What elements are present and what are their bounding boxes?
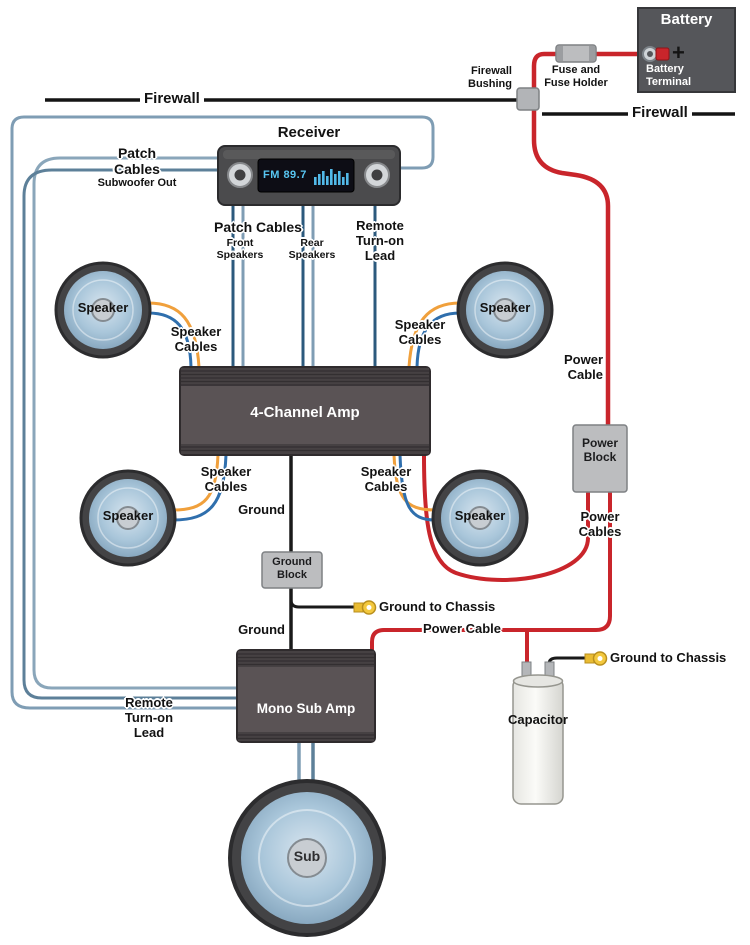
speaker-cables-label: Speaker Cables — [394, 317, 446, 347]
power-block — [572, 424, 628, 493]
speaker3-cable-orange — [172, 454, 220, 512]
capacitor-cylinder — [512, 661, 564, 805]
receiver-head-unit — [217, 145, 401, 206]
power-cable-4ch-amp — [422, 454, 590, 582]
radio-display-text: FM 89.7 — [263, 169, 307, 181]
remote-turn-on-lead-sub-wire — [10, 115, 435, 710]
power-cable-main — [531, 51, 664, 425]
ground-upper-label: Ground — [238, 502, 285, 517]
four-channel-amp-label: 4-Channel Amp — [250, 404, 360, 421]
fuse-holder-label: Fuse and Fuse Holder — [544, 64, 608, 89]
speaker2-cable-orange — [407, 301, 461, 368]
power-cable-lower-label: Power Cable — [422, 621, 502, 636]
ground-block-label: Ground Block — [272, 556, 312, 581]
speaker4-cable-orange — [392, 454, 436, 512]
speaker-label: Speaker — [102, 508, 154, 523]
speaker-rear-left — [79, 469, 177, 567]
speaker-label: Speaker — [77, 300, 129, 315]
firewall-bushing — [516, 87, 540, 111]
speaker-rear-right — [431, 469, 529, 567]
remote-lead-bottom-label: Remote Turn-on Lead — [124, 695, 174, 740]
firewall-right-label: Firewall — [628, 104, 692, 122]
power-cable-upper-label: Power Cable — [563, 352, 603, 382]
speaker3-cable-blue — [172, 454, 228, 522]
fuse-holder — [555, 44, 597, 63]
ground-branch-chassis — [289, 588, 354, 609]
speaker-front-right — [456, 261, 554, 359]
speaker2-cable-blue — [415, 311, 461, 368]
subwoofer-patch-cable-2 — [22, 168, 237, 700]
power-cable-sub-amp — [370, 492, 612, 650]
power-block-label: Power Block — [581, 436, 618, 464]
battery-terminal-label: Battery Terminal — [646, 63, 692, 88]
chassis-terminal-upper-icon — [353, 600, 377, 615]
speaker1-cable-blue — [147, 311, 193, 368]
spectrum-bars-icon — [314, 169, 349, 185]
amp-patch-label: Patch Cables — [214, 219, 302, 235]
ground-to-chassis-upper-label: Ground to Chassis — [379, 599, 496, 614]
subwoofer-out-label: Subwoofer Out — [97, 177, 177, 189]
speaker-cables-label: Speaker Cables — [360, 464, 412, 494]
mono-sub-amp-label: Mono Sub Amp — [256, 701, 356, 716]
ground-lower-label: Ground — [238, 622, 285, 637]
ground-to-chassis-lower-label: Ground to Chassis — [610, 650, 727, 665]
ground-block — [261, 551, 323, 589]
mono-sub-amp — [236, 649, 376, 743]
amp-heatsink-fins — [181, 370, 429, 386]
chassis-terminal-lower-icon — [584, 651, 608, 666]
rear-speakers-label: Rear Speakers — [288, 237, 336, 262]
firewall-left-label: Firewall — [140, 90, 204, 108]
front-speakers-label: Front Speakers — [216, 237, 264, 262]
mono-amp-heatsink-fins — [238, 653, 374, 666]
remote-lead-top-label: Remote Turn-on Lead — [355, 218, 405, 263]
speaker-label: Speaker — [454, 508, 506, 523]
plus-sign: + — [672, 40, 685, 65]
speaker-label: Speaker — [479, 300, 531, 315]
speaker-cables-label: Speaker Cables — [170, 324, 222, 354]
speaker1-cable-orange — [147, 301, 201, 368]
capacitor-label: Capacitor — [508, 712, 568, 727]
power-cables-label: Power Cables — [578, 509, 622, 539]
battery-box — [637, 7, 736, 93]
battery-title: Battery — [660, 11, 713, 28]
subwoofer-patch-cable-1 — [32, 156, 237, 690]
speaker-cables-label: Speaker Cables — [200, 464, 252, 494]
battery-terminal-crimp-icon — [655, 47, 670, 61]
subwoofer-patch-label: Patch Cables — [114, 145, 160, 178]
receiver-title: Receiver — [277, 124, 341, 141]
speaker4-cable-blue — [398, 454, 436, 522]
speaker-front-left — [54, 261, 152, 359]
subwoofer — [228, 779, 386, 937]
sub-label: Sub — [293, 848, 321, 864]
four-channel-amp — [179, 366, 431, 456]
firewall-bushing-label: Firewall Bushing — [468, 65, 512, 90]
